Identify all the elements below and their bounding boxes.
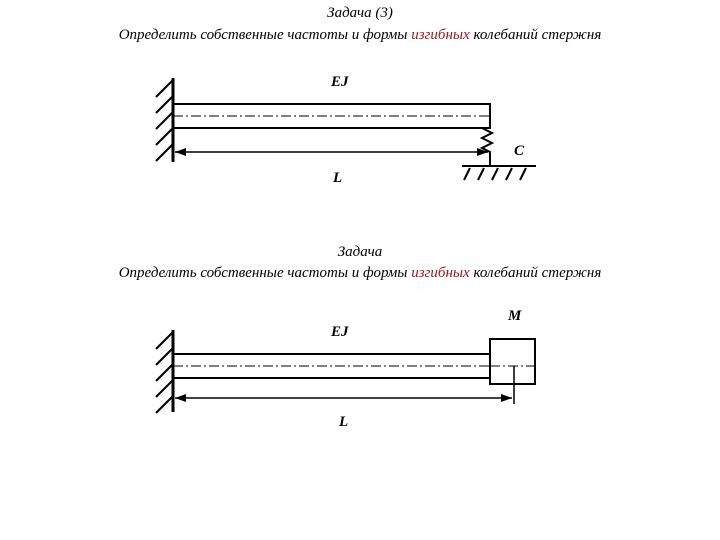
wall-hatching-2 xyxy=(155,331,174,414)
dim-arrow-left-1 xyxy=(175,148,186,156)
task1-statement-highlight: изгибных xyxy=(411,27,470,43)
dim-arrow-left-2 xyxy=(175,394,186,402)
stiffness-label-1: EJ xyxy=(331,74,349,90)
task1-heading: Задача (3) xyxy=(327,5,393,21)
diagram-2 xyxy=(155,330,536,414)
length-label-2: L xyxy=(339,414,349,430)
task1-statement-end: колебаний стержня xyxy=(469,27,602,43)
ground-hatching-1 xyxy=(463,167,527,181)
spring-c xyxy=(479,127,495,166)
mass-label: M xyxy=(508,308,522,324)
mass-block-m xyxy=(489,338,536,385)
task2-heading: Задача xyxy=(337,244,383,260)
diagram-1 xyxy=(155,78,536,181)
task2-statement-highlight: изгибных xyxy=(411,265,470,281)
task2-statement-end: колебаний стержня xyxy=(469,265,602,281)
dim-arrow-right-2 xyxy=(501,394,512,402)
length-label-1: L xyxy=(333,170,343,186)
task2-statement: Определить собственные частоты и формы и… xyxy=(0,264,720,282)
task1-statement-start: Определить собственные частоты и формы xyxy=(118,27,412,43)
dim-arrow-right-1 xyxy=(477,148,488,156)
task2-statement-start: Определить собственные частоты и формы xyxy=(118,265,412,281)
stiffness-label-2: EJ xyxy=(331,324,349,340)
task1-statement: Определить собственные частоты и формы и… xyxy=(0,26,720,44)
spring-label: C xyxy=(514,143,525,159)
wall-hatching-1 xyxy=(155,79,174,162)
